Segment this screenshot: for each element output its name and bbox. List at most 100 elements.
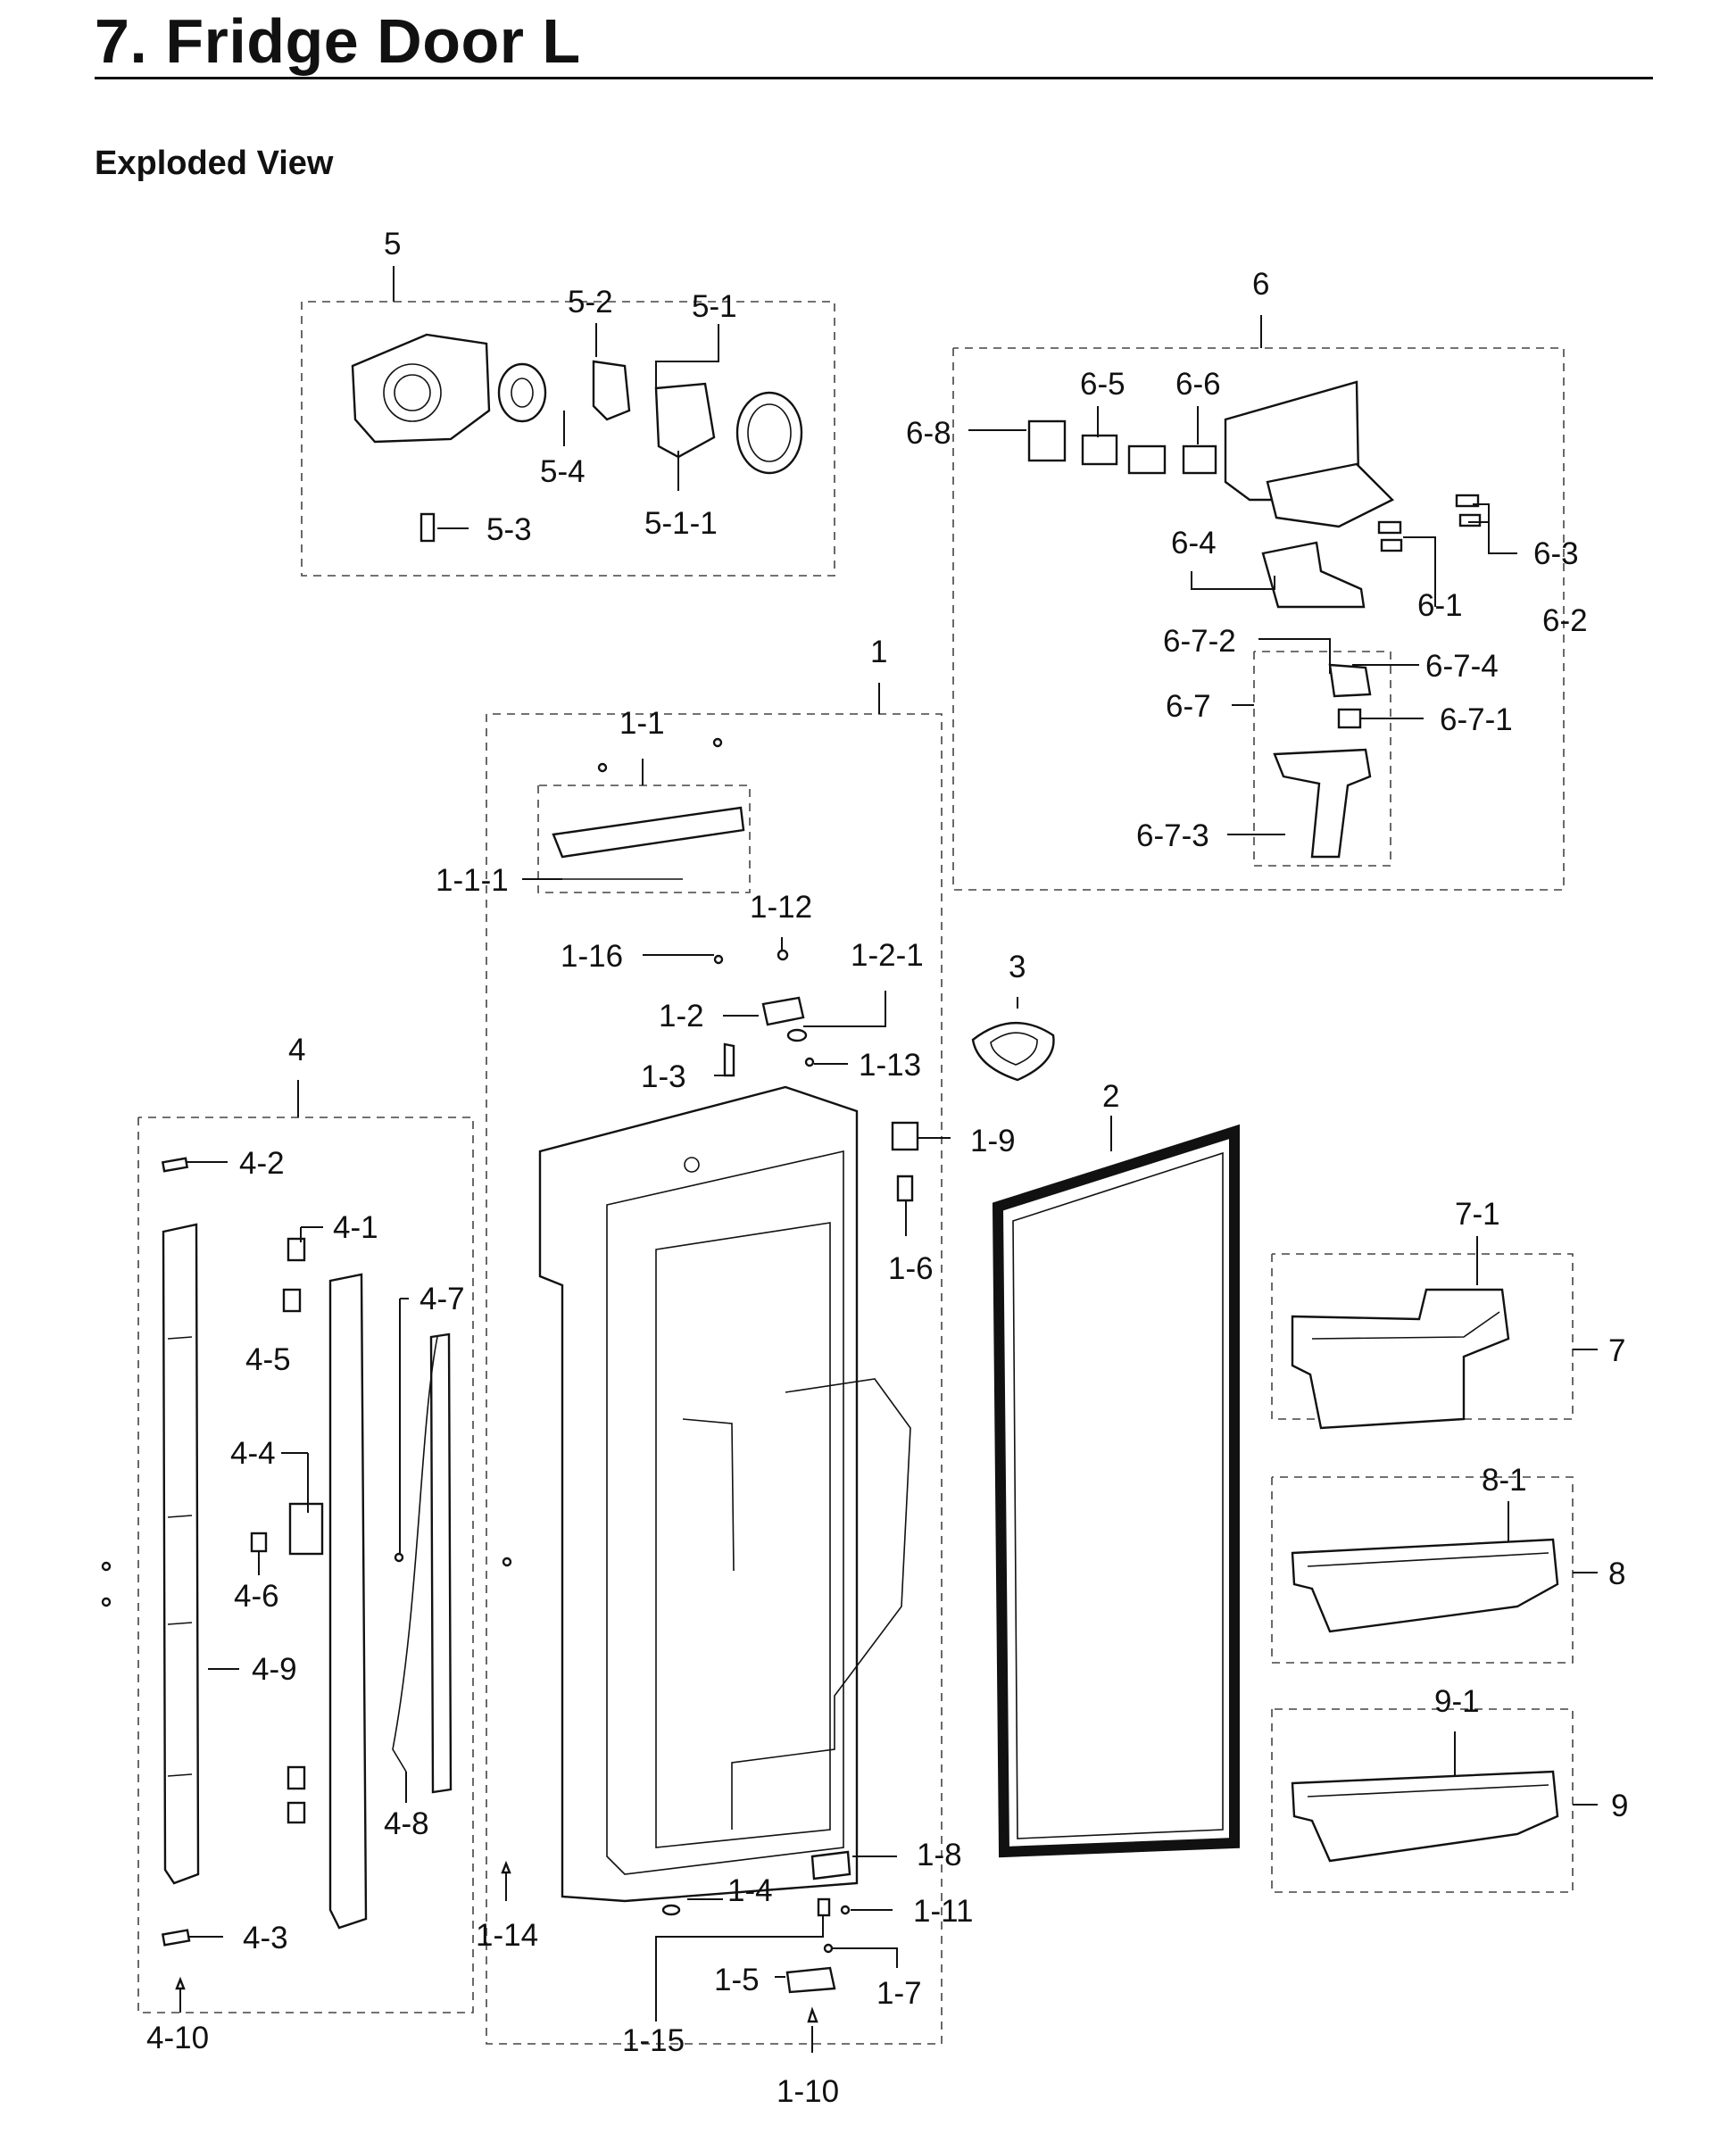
section-subtitle: Exploded View (95, 145, 334, 182)
bottom-cap (661, 1904, 681, 1916)
callout-4-1: 4-1 (333, 1210, 378, 1245)
callout-6-7: 6-7 (1166, 689, 1211, 724)
hinge-cover-a (287, 1237, 306, 1262)
case-cap-bin (1291, 1288, 1510, 1430)
solenoid-part (1337, 708, 1362, 729)
top-cover (552, 806, 745, 859)
handle-bracket (288, 1502, 324, 1556)
callout-4-7: 4-7 (419, 1282, 465, 1316)
callout-6-3: 6-3 (1533, 536, 1579, 571)
hinge-cap (761, 996, 805, 1026)
callout-6-8: 6-8 (906, 416, 951, 451)
callout-1-6: 1-6 (888, 1251, 934, 1286)
door-gasket (992, 1124, 1240, 1858)
bottom-screw (807, 2006, 818, 2023)
bottom-hinge (785, 1966, 836, 1994)
assembly-4-group (101, 1080, 512, 2013)
clip-part (419, 512, 436, 543)
callout-6-6: 6-6 (1175, 367, 1221, 402)
shelves-group (1271, 1236, 1598, 1893)
guard-bin-middle (1291, 1538, 1559, 1633)
callout-5-1-1: 5-1-1 (644, 506, 718, 541)
hinge-block (891, 1121, 919, 1151)
callout-1-16: 1-16 (561, 939, 623, 974)
callout-4-9: 4-9 (252, 1652, 297, 1687)
page-title: 7. Fridge Door L (95, 6, 581, 76)
callout-9-1: 9-1 (1434, 1684, 1480, 1719)
callout-4-6: 4-6 (234, 1579, 279, 1614)
geared-motor (592, 360, 631, 421)
lower-hinge-bracket (810, 1850, 851, 1880)
ice-door-part (1328, 663, 1372, 698)
callout-5-2: 5-2 (568, 285, 613, 320)
sheet-label (1081, 434, 1118, 466)
callout-6-7-2: 6-7-2 (1163, 624, 1236, 659)
callout-4: 4 (288, 1033, 305, 1067)
callout-6-2: 6-2 (1542, 603, 1588, 638)
bottom-pin (817, 1897, 831, 1917)
callout-1-1-1: 1-1-1 (436, 863, 509, 898)
hinge-pin (723, 1042, 735, 1077)
door-cap-upper (162, 1223, 200, 1885)
door-cap-trim (328, 1273, 368, 1930)
gasket-group (971, 997, 1240, 1858)
lever-part-4 (1458, 513, 1482, 527)
sensor-pcb (1027, 419, 1067, 462)
pin-part (896, 1175, 914, 1202)
callout-5-3: 5-3 (486, 512, 532, 547)
callout-1-14: 1-14 (476, 1918, 538, 1953)
lower-cover-a (287, 1765, 306, 1790)
small-cap-bottom (161, 1929, 191, 1947)
callout-4-5: 4-5 (245, 1342, 291, 1377)
callout-4-2: 4-2 (239, 1146, 285, 1181)
callout-1-4: 1-4 (727, 1873, 773, 1908)
callout-8: 8 (1608, 1557, 1625, 1591)
door-body (538, 1085, 859, 1903)
lower-cover-b (287, 1801, 306, 1824)
callout-4-10: 4-10 (146, 2021, 209, 2055)
callout-1-15: 1-15 (622, 2023, 685, 2058)
callout-6: 6 (1252, 267, 1269, 302)
guard-bin-lower (1291, 1770, 1559, 1863)
auger-wheel (497, 362, 547, 423)
callout-1-11: 1-11 (913, 1894, 973, 1929)
callout-6-1: 6-1 (1417, 588, 1463, 623)
motor-cover (654, 382, 716, 459)
lever-part-1 (1377, 520, 1402, 535)
callout-5: 5 (384, 227, 401, 262)
callout-1-7: 1-7 (876, 1976, 922, 2011)
callout-6-5: 6-5 (1080, 367, 1125, 402)
ring-seal (971, 1021, 1055, 1082)
callout-1-2-1: 1-2-1 (851, 938, 924, 973)
hinge-cover-b (282, 1288, 302, 1313)
callout-6-7-4: 6-7-4 (1425, 649, 1499, 684)
callout-1-3: 1-3 (641, 1059, 686, 1094)
callout-1-5: 1-5 (714, 1963, 760, 1997)
assembly-1-group (486, 683, 951, 2053)
callout-3: 3 (1009, 950, 1026, 984)
lever-part-2 (1380, 538, 1403, 552)
callout-8-1: 8-1 (1482, 1463, 1527, 1498)
gasket-strip (429, 1333, 453, 1794)
callout-1-1: 1-1 (619, 706, 665, 741)
small-cap-top (161, 1157, 189, 1173)
callout-labels: 5 5-2 5-1 5-4 5-1-1 5-3 6 6-5 6-6 6-8 6-… (146, 227, 1628, 2109)
motor-housing (351, 333, 491, 444)
callout-5-4: 5-4 (540, 454, 586, 489)
callout-1-9: 1-9 (970, 1124, 1016, 1158)
callout-1-13: 1-13 (859, 1048, 921, 1083)
callout-7: 7 (1608, 1333, 1625, 1368)
assembly-5-group (301, 266, 835, 577)
callout-1-2: 1-2 (659, 999, 704, 1034)
callout-1: 1 (870, 635, 887, 669)
callout-2: 2 (1102, 1079, 1119, 1114)
callout-6-7-1: 6-7-1 (1440, 702, 1513, 737)
callout-4-8: 4-8 (384, 1806, 429, 1841)
callout-1-12: 1-12 (750, 890, 812, 925)
callout-1-10: 1-10 (777, 2074, 839, 2109)
callout-6-7-3: 6-7-3 (1136, 818, 1209, 853)
dispenser-base (1266, 462, 1395, 528)
assembly-6-group (952, 315, 1565, 891)
callout-4-4: 4-4 (230, 1436, 276, 1471)
